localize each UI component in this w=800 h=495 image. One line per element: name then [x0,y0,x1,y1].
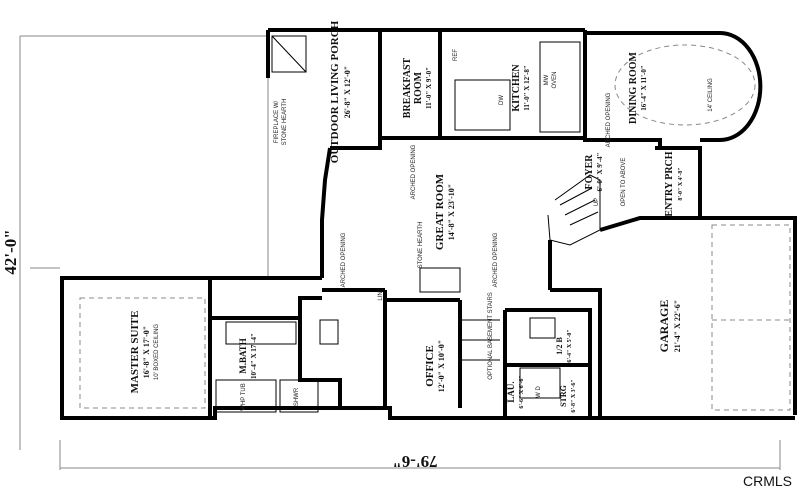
kitchen-counter-icon [539,41,581,133]
great-room-name: GREAT ROOM [434,173,446,250]
storage-size: 6'-8" X 3'-6" [571,379,577,412]
laundry-size: 6'-6" X 6'-6" [519,375,525,408]
tub-icon [215,379,277,413]
mw-label: MW [544,74,550,85]
toilet-icon [319,319,339,345]
stone-hearth-label: STONE HEARTH [418,222,424,269]
master-name: MASTER SUITE [129,311,141,394]
dining-ceiling: 14' CEILING [708,78,714,112]
up-label: UP [594,198,600,206]
dw-label: DW [499,95,505,105]
half-bath-name: 1/2 B [555,337,564,355]
arched-opening-great-left: ARCHED OPENING [341,232,347,287]
basement-stairs-label: OPTIONAL BASEMENT STAIRS [488,292,494,380]
fireplace-note-2: STONE HEARTH [282,99,288,146]
interior-walls [208,216,700,418]
dining-size: 16'-4" X 11'-0" [640,65,648,111]
hearth-icon [419,267,461,293]
half-bath-size: 6'-4" X 5'-0" [567,329,573,362]
fireplace-icon [271,35,307,73]
wd-label: W D [536,386,542,398]
depth-dimension: 42'-0" [1,229,20,274]
storage-name: STRG [559,385,568,407]
washer-dryer-icon [519,367,561,399]
fireplace-note-1: FIREPLACE W/ [274,100,280,143]
master-size: 16'-8" X 17'-0" [142,326,151,378]
office-size: 12'-0" X 10'-0" [437,340,446,392]
breakfast-size: 11'-0" X 9'-0" [425,67,433,109]
garage-name: GARAGE [657,300,671,353]
shwr-label: SHWR [294,387,300,406]
oven-label: OVEN [552,71,558,88]
shower-icon [279,379,319,413]
ceiling-outlines [79,44,791,411]
lin-label: LIN [378,291,384,300]
garage-size: 21'-4" X 22'-6" [673,300,682,352]
dining-name: DINING ROOM [628,51,639,124]
kitchen-size: 11'-0" X 12'-8" [523,65,531,111]
arched-opening-dining: ARCHED OPENING [606,92,612,147]
breakfast-name-1: BREAKFAST [402,57,413,118]
exterior-walls [60,28,797,420]
width-dimension: 79'-6" [392,452,437,471]
fixtures [215,35,601,413]
great-room-size: 14'-8" X 23'-10" [447,184,456,240]
open-to-above: OPEN TO ABOVE [621,158,627,207]
porch-size: 26'-8" X 12'-0" [343,66,352,118]
sink-icon [529,317,556,339]
whp-tub-label: WHP TUB [241,383,247,410]
foyer-name: FOYER [584,154,595,190]
kitchen-island-icon [454,79,511,131]
entry-size: 8'-0" X 4'-8" [678,167,684,200]
arched-opening-great-top: ARCHED OPENING [411,144,417,199]
foyer-size: 6'-0" X 9'-4" [596,152,604,191]
mbath-name: M.BATH [238,338,248,374]
breakfast-name-2: ROOM [413,71,424,104]
arched-opening-great-right: ARCHED OPENING [493,232,499,287]
master-ceiling: 10' BOXED CEILING [154,324,160,380]
office-name: OFFICE [424,345,436,387]
porch-name: OUTDOOR LIVING PORCH [329,20,341,163]
vanity-icon [225,321,297,345]
ref-label: REF [453,49,459,61]
kitchen-name: KITCHEN [511,64,522,112]
mls-watermark: CRMLS [742,473,792,489]
construction-lines [19,35,781,470]
mbath-size: 10'-4" X 17'-4" [250,333,258,379]
entry-name: ENTRY PRCH [664,151,675,216]
laundry-name: LAU. [506,381,516,402]
